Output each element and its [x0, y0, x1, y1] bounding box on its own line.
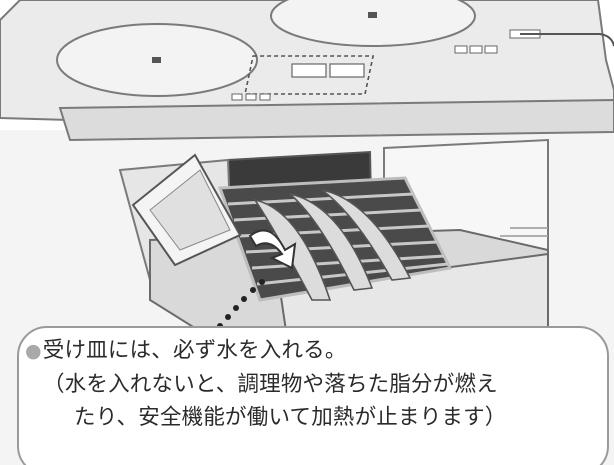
instruction-heading-line: ●受け皿には、必ず水を入れる。: [19, 334, 607, 368]
instruction-heading: 受け皿には、必ず水を入れる。: [42, 338, 347, 363]
bullet-icon: ●: [25, 340, 42, 362]
instruction-detail-line-2: たり、安全機能が働いて加熱が止まります）: [74, 405, 507, 430]
pour-arrow-icon: [248, 229, 297, 270]
instruction-detail-line-1: （水を入れないと、調理物や落ちた脂分が燃え: [43, 372, 498, 397]
water-pouring-illustration: [131, 153, 242, 267]
instruction-callout: ●受け皿には、必ず水を入れる。 （水を入れないと、調理物や落ちた脂分が燃え たり…: [17, 326, 609, 465]
